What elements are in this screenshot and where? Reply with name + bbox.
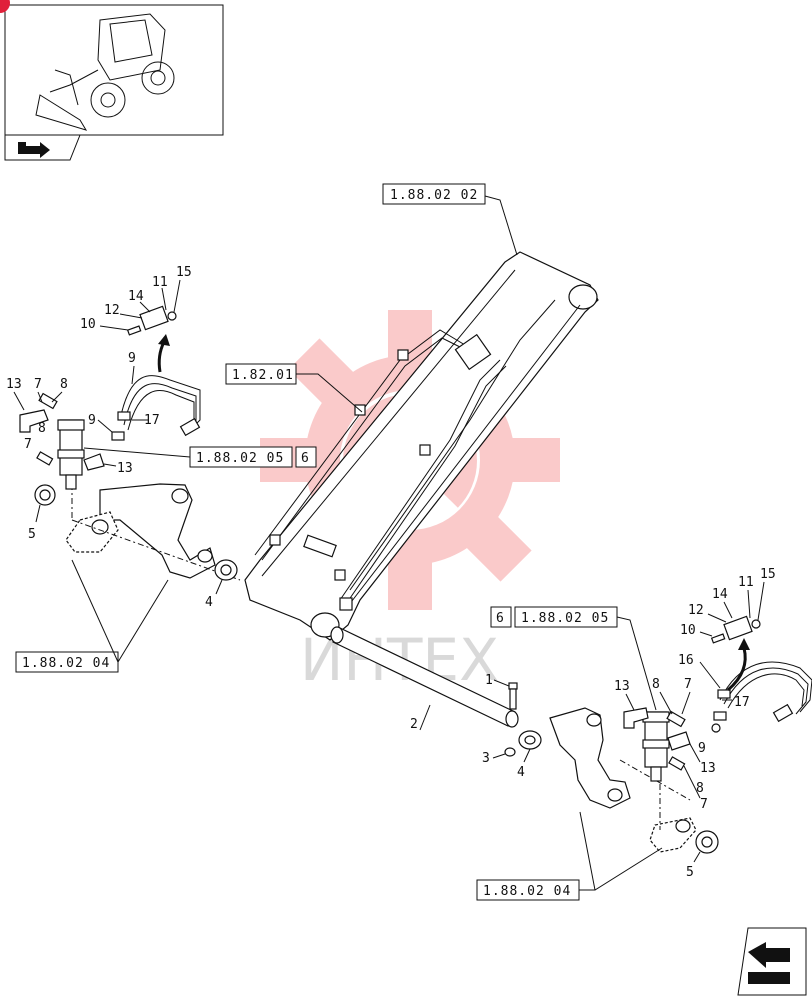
hose-right xyxy=(711,661,812,733)
ref-lever-right[interactable]: 1.88.02 04 xyxy=(476,879,580,901)
arrow-left-icon xyxy=(157,334,170,373)
callout-13b-left: 13 xyxy=(117,461,133,476)
callout-5-left: 5 xyxy=(28,527,36,542)
hose-left xyxy=(111,375,201,441)
callout-7b-right: 7 xyxy=(700,797,708,812)
callout-9b-left: 9 xyxy=(88,413,96,428)
ref-lever-left[interactable]: 1.88.02 04 xyxy=(15,651,119,673)
callout-10-right: 10 xyxy=(680,623,696,638)
callout-4-center: 4 xyxy=(517,765,525,780)
clip-13-right xyxy=(623,707,649,729)
pin-7-left xyxy=(36,451,54,466)
callout-7-left: 7 xyxy=(34,377,42,392)
svg-text:1.88.02 02: 1.88.02 02 xyxy=(390,188,478,203)
lift-arm xyxy=(244,251,599,641)
pin-8-left xyxy=(38,392,58,410)
callout-17-left: 17 xyxy=(144,413,160,428)
svg-text:1.88.02 04: 1.88.02 04 xyxy=(22,656,110,671)
callout-5-right: 5 xyxy=(686,865,694,880)
callout-14-left: 14 xyxy=(128,289,144,304)
pin-8-right xyxy=(666,710,686,728)
callout-11-left: 11 xyxy=(152,275,168,290)
svg-text:1.88.02 05: 1.88.02 05 xyxy=(521,611,609,626)
bracket-left xyxy=(126,305,177,336)
callout-7b-left: 7 xyxy=(24,437,32,452)
ref-valve-left[interactable]: 1.88.02 05 6 xyxy=(189,446,317,468)
nut xyxy=(504,747,516,757)
bolt xyxy=(508,682,518,710)
clip-13b-left xyxy=(83,453,105,471)
back-arrow-icon[interactable] xyxy=(18,142,50,158)
callout-8b-right: 8 xyxy=(696,781,704,796)
callout-15-right: 15 xyxy=(760,567,776,582)
lever-left xyxy=(65,483,216,579)
ref-valve-right[interactable]: 6 1.88.02 05 xyxy=(490,606,618,628)
arrow-right-icon xyxy=(727,638,750,692)
callout-8-left: 8 xyxy=(60,377,68,392)
thumbnail-panel[interactable] xyxy=(0,0,224,161)
callout-4-left: 4 xyxy=(205,595,213,610)
callout-2: 2 xyxy=(410,717,418,732)
wheel-loader-icon xyxy=(35,13,175,131)
svg-text:6: 6 xyxy=(301,451,310,466)
ref-hose-bracket[interactable]: 1.82.01 xyxy=(225,363,297,385)
callout-9-left: 9 xyxy=(128,351,136,366)
valve-right xyxy=(642,711,670,782)
washer-center xyxy=(518,730,542,750)
bracket-right xyxy=(710,615,761,644)
washer-left-4 xyxy=(214,559,238,581)
svg-text:1.88.02 05: 1.88.02 05 xyxy=(196,451,284,466)
callout-12-right: 12 xyxy=(688,603,704,618)
callout-16-right: 16 xyxy=(678,653,694,668)
callout-10-left: 10 xyxy=(80,317,96,332)
pin-7-right xyxy=(668,756,686,771)
washer-right-5 xyxy=(695,830,719,854)
callout-13-left: 13 xyxy=(6,377,22,392)
callout-17-right: 17 xyxy=(734,695,750,710)
clip-13b-right xyxy=(667,731,691,751)
svg-text:1.82.01: 1.82.01 xyxy=(232,368,294,383)
callout-12-left: 12 xyxy=(104,303,120,318)
callout-13-right: 13 xyxy=(614,679,630,694)
callout-8-right: 8 xyxy=(652,677,660,692)
callout-11-right: 11 xyxy=(738,575,754,590)
svg-text:6: 6 xyxy=(496,611,505,626)
next-page-arrow-icon[interactable] xyxy=(737,927,807,996)
clip-13-left xyxy=(19,409,49,433)
ref-top-arm[interactable]: 1.88.02 02 xyxy=(382,183,486,205)
callout-7-right: 7 xyxy=(684,677,692,692)
marker-dot xyxy=(0,0,10,13)
callout-14-right: 14 xyxy=(712,587,728,602)
callout-3: 3 xyxy=(482,751,490,766)
callout-9-right: 9 xyxy=(698,741,706,756)
callout-15-left: 15 xyxy=(176,265,192,280)
lever-right xyxy=(549,707,697,853)
callout-1: 1 xyxy=(485,673,493,688)
washer-left-5 xyxy=(34,484,56,506)
svg-text:1.88.02 04: 1.88.02 04 xyxy=(483,884,571,899)
callout-13b-right: 13 xyxy=(700,761,716,776)
callout-8b-left: 8 xyxy=(38,421,46,436)
pivot-pin xyxy=(330,626,519,728)
valve-left xyxy=(57,419,85,490)
